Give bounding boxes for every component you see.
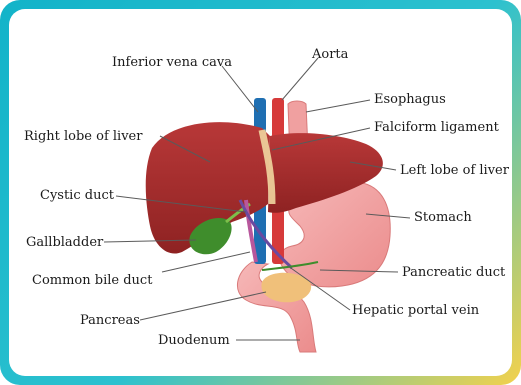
label-pancreas: Pancreas xyxy=(80,313,140,328)
label-inferior-vena-cava: Inferior vena cava xyxy=(112,55,232,70)
label-gallbladder: Gallbladder xyxy=(26,235,104,250)
label-duodenum: Duodenum xyxy=(158,333,230,348)
leader-common-bile-duct xyxy=(162,252,250,272)
leader-pancreas xyxy=(140,292,266,320)
label-hepatic-portal-vein: Hepatic portal vein xyxy=(352,303,480,318)
label-pancreatic-duct: Pancreatic duct xyxy=(402,265,506,280)
label-cystic-duct: Cystic duct xyxy=(40,188,115,203)
leader-aorta xyxy=(282,58,318,100)
leader-esophagus xyxy=(306,100,370,112)
label-falciform-ligament: Falciform ligament xyxy=(374,120,500,135)
label-right-lobe-of-liver: Right lobe of liver xyxy=(24,129,143,144)
label-aorta: Aorta xyxy=(311,47,349,62)
label-stomach: Stomach xyxy=(414,210,472,225)
label-left-lobe-of-liver: Left lobe of liver xyxy=(400,163,510,178)
leader-ivc xyxy=(222,66,258,112)
label-common-bile-duct: Common bile duct xyxy=(32,273,153,288)
label-esophagus: Esophagus xyxy=(374,92,446,107)
